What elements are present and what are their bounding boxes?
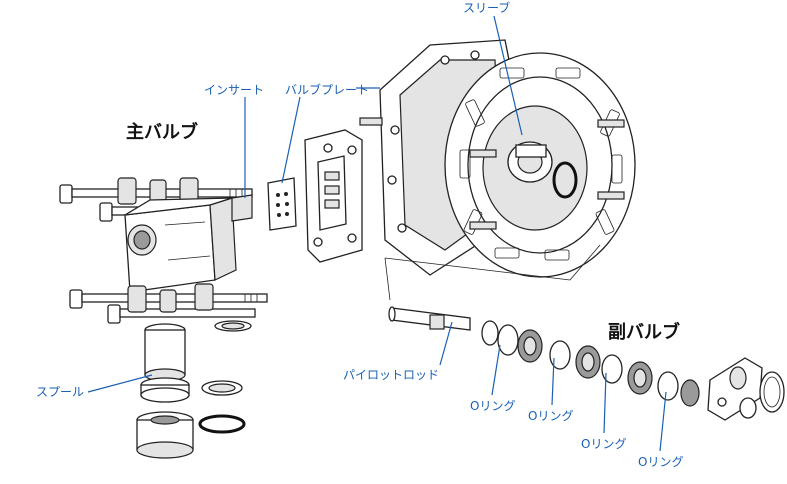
sleeve-label: スリーブ [463,0,510,15]
insert-label: インサート [204,83,264,97]
insert-part [231,194,253,222]
sub-valve-heading: 副バルブ [608,321,680,343]
leader-lines [87,15,667,452]
assembly-guide-lines [384,244,601,301]
oring-label-3: Oリング [581,437,626,451]
sleeve-part [507,141,578,199]
oring-label-1: Oリング [470,399,515,413]
spool-seal-rings [198,320,252,434]
oring-label-4: Oリング [638,455,683,469]
main-valve-heading: 主バルブ [126,121,198,143]
valve-gasket-plate [304,129,363,263]
pilot-rod-label: パイロットロッド [343,368,439,382]
main-valve-assembly [59,177,268,324]
valve-plate-part [267,177,297,231]
flange-housing [359,39,636,278]
nut [159,289,177,313]
valve-plate-label: バルブプレート [285,82,369,97]
oring-label-2: Oリング [528,409,573,423]
nut [194,283,214,311]
main-valve-block [124,197,237,293]
pilot-rod [388,306,471,331]
nut [127,285,147,313]
spool-stack [136,323,194,459]
sub-valve-link-plate [707,357,785,421]
oring-stack [481,320,700,407]
nut [117,177,137,205]
spool-label: スプール [36,385,84,399]
